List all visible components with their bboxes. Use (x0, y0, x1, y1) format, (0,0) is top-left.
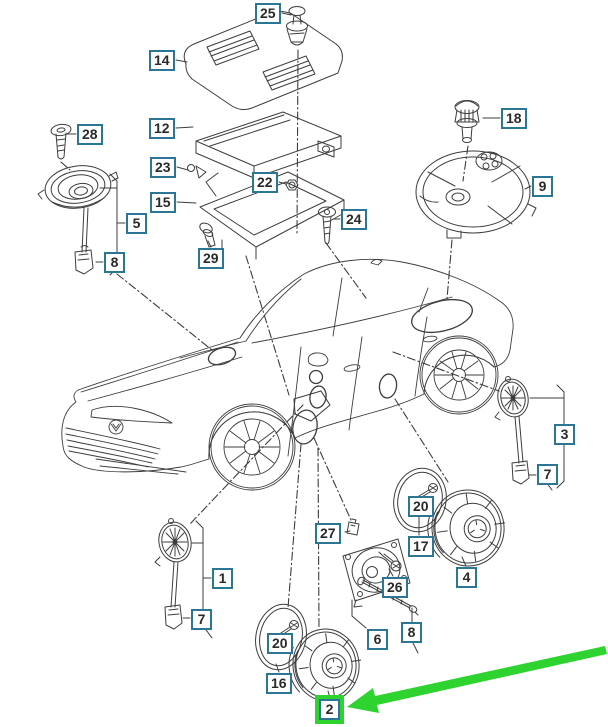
front-tweeter-part (154, 518, 213, 639)
callout-16[interactable]: 16 (266, 673, 292, 694)
callout-20-left[interactable]: 20 (267, 633, 293, 654)
callout-17[interactable]: 17 (408, 536, 434, 557)
callout-25[interactable]: 25 (255, 3, 281, 24)
callout-29[interactable]: 29 (198, 248, 224, 269)
screw-24 (318, 206, 336, 245)
callout-5[interactable]: 5 (126, 213, 147, 234)
screw-28 (50, 123, 72, 160)
door-speaker-cluster (255, 467, 506, 702)
nut-22 (285, 179, 299, 191)
callout-26[interactable]: 26 (382, 577, 408, 598)
subwoofer-part (415, 150, 537, 239)
clip-23 (187, 164, 207, 179)
callout-2[interactable]: 2 (319, 699, 340, 720)
callout-6[interactable]: 6 (367, 629, 388, 650)
callout-3[interactable]: 3 (554, 424, 575, 445)
callout-23[interactable]: 23 (150, 157, 176, 178)
callout-leader-lines (66, 12, 537, 699)
callout-18[interactable]: 18 (501, 108, 527, 129)
callout-24[interactable]: 24 (341, 209, 367, 230)
speaker-position-markers (207, 298, 473, 445)
callout-9[interactable]: 9 (532, 176, 553, 197)
bolt-29 (199, 222, 216, 248)
connector-8-left (74, 245, 94, 275)
callout-14[interactable]: 14 (149, 50, 175, 71)
fastener-18 (454, 100, 480, 143)
push-pin-25 (286, 6, 308, 46)
amplifier-cover-part (183, 11, 343, 111)
callout-20-right[interactable]: 20 (408, 496, 434, 517)
callout-15[interactable]: 15 (150, 192, 176, 213)
callout-1[interactable]: 1 (212, 568, 233, 589)
callout-22[interactable]: 22 (252, 172, 278, 193)
callout-27[interactable]: 27 (315, 523, 341, 544)
callout-7-bottom[interactable]: 7 (191, 609, 212, 630)
callout-7-right[interactable]: 7 (537, 464, 558, 485)
car-illustration (61, 258, 514, 491)
callout-8-left[interactable]: 8 (104, 252, 125, 273)
callout-28[interactable]: 28 (77, 124, 103, 145)
callout-12[interactable]: 12 (149, 118, 175, 139)
callout-4[interactable]: 4 (456, 567, 477, 588)
callout-8-bottom[interactable]: 8 (401, 622, 422, 643)
amplifier-part (195, 111, 342, 179)
green-arrow (347, 646, 607, 713)
